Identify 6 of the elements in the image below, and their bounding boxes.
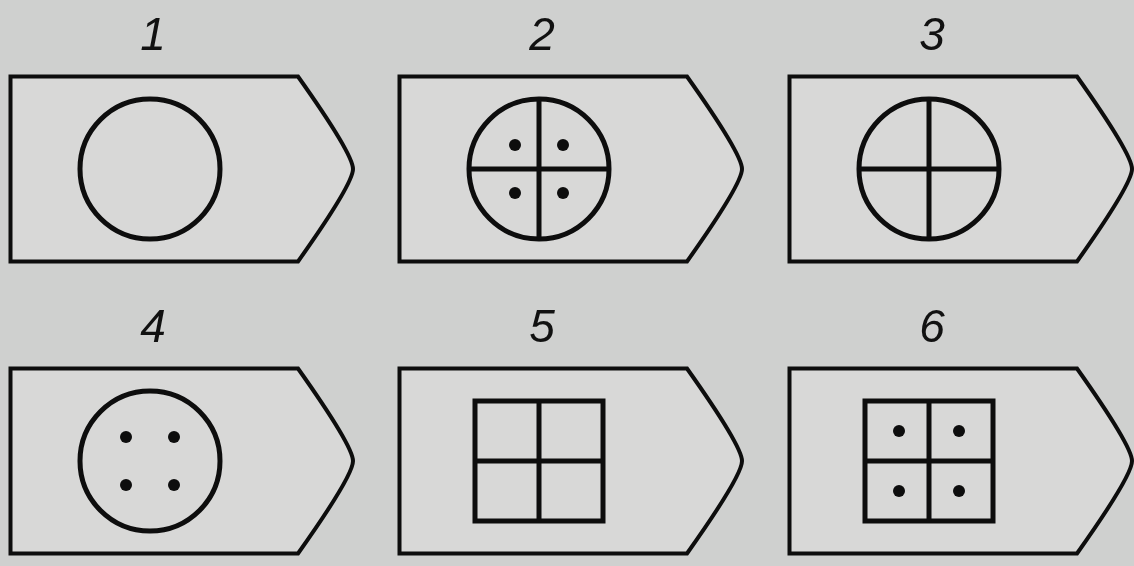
number-label: 6 — [919, 300, 945, 352]
number-label: 2 — [529, 8, 555, 60]
number-label: 3 — [919, 8, 945, 60]
number-label: 4 — [140, 300, 166, 352]
number-label: 1 — [140, 8, 166, 60]
number-label: 5 — [529, 300, 555, 352]
